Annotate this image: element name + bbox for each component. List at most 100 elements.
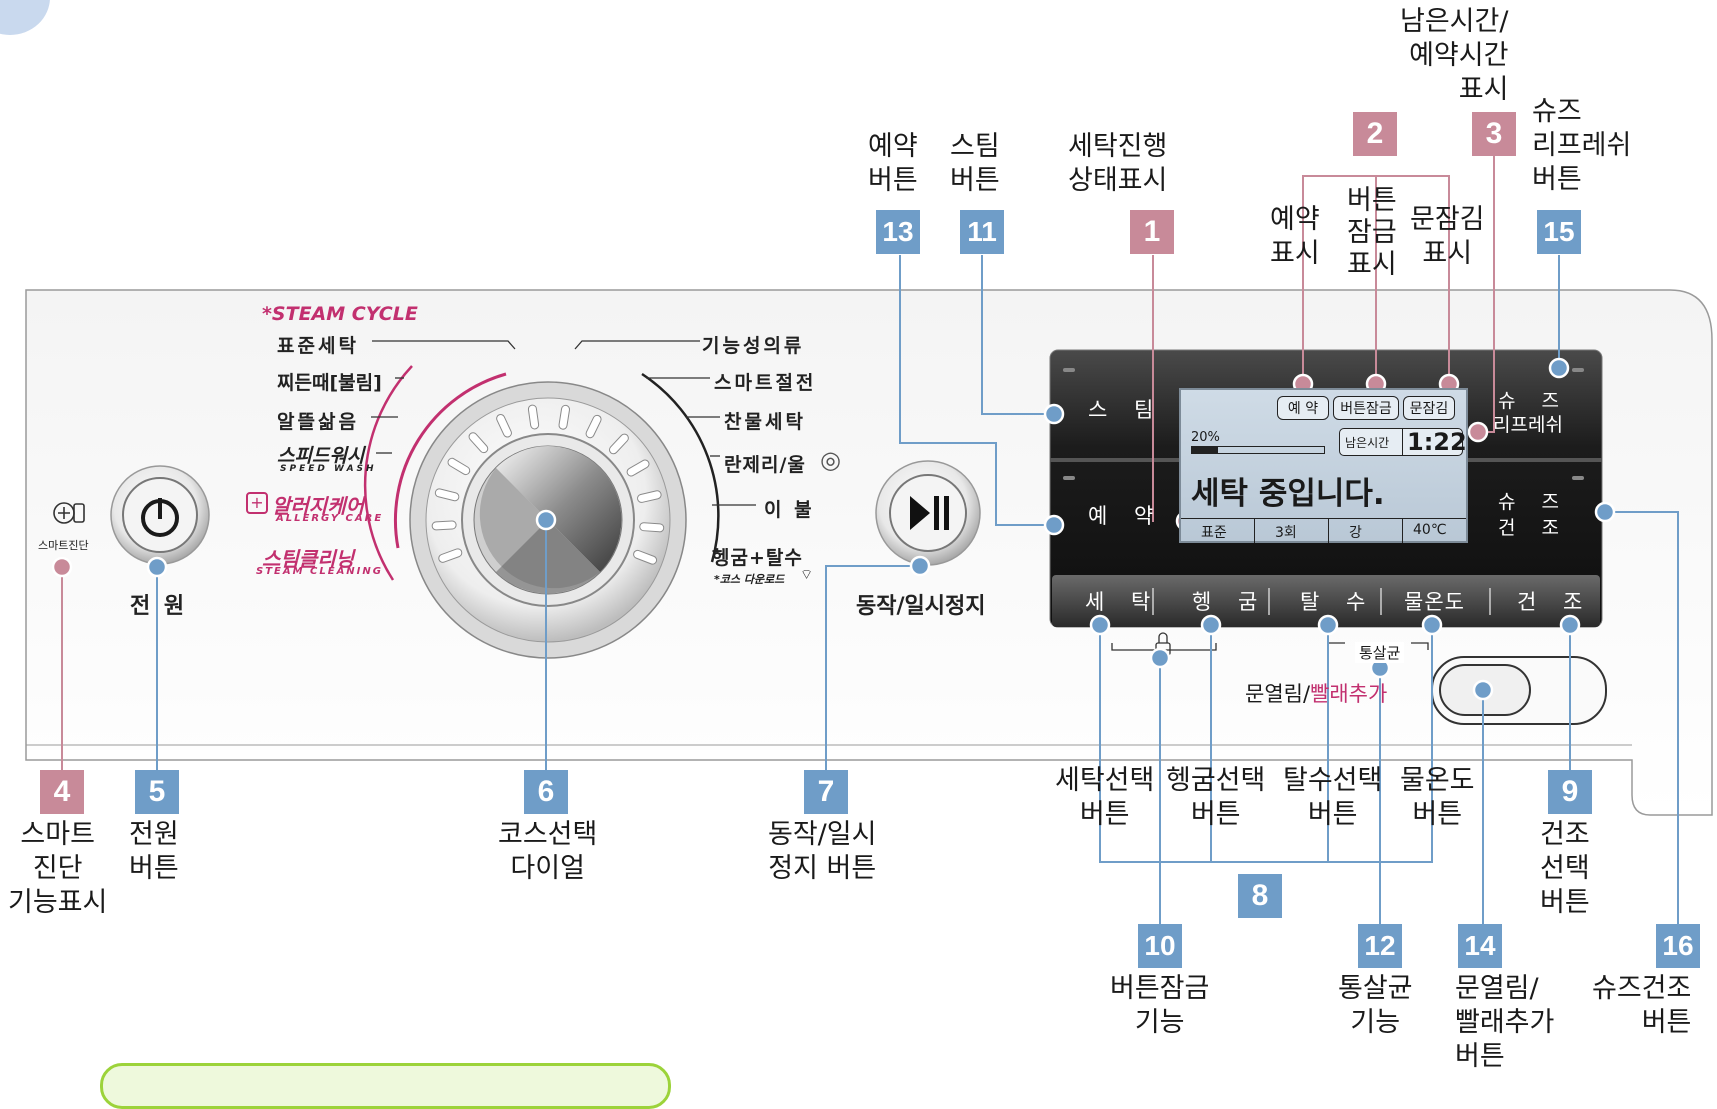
sub-label-line: 표시 [1422, 238, 1473, 269]
wool-icon: ◎ [820, 446, 841, 474]
callout-badge-5: 5 [135, 770, 179, 814]
callout-label-line: 기능표시 [8, 887, 108, 918]
door-label: 문열림/빨래추가 [1245, 678, 1387, 708]
sub-label-line: 물온도 [1400, 765, 1475, 796]
course-bedding[interactable]: 이 불 [764, 499, 815, 521]
dial-tick [626, 459, 650, 477]
course-standard[interactable]: 표준세탁 [277, 335, 359, 357]
dial-tick [468, 432, 489, 454]
callout-label-line: 버튼 [1641, 1007, 1692, 1038]
dial-tick [496, 413, 512, 438]
callout-label-line: 버튼 [1532, 164, 1582, 195]
sub-label-line: 문잠김 [1410, 204, 1485, 235]
callout-label-line: 상태표시 [1068, 165, 1168, 196]
sub-label-line: 버튼 [1079, 799, 1130, 830]
course-allergy-care[interactable]: 알러지케어 [272, 494, 364, 518]
callout-label-line: 예약 [868, 131, 918, 162]
course-boil[interactable]: 알뜰삶음 [277, 411, 359, 433]
lcd-cells: 표준 3회 강 40℃ [1181, 518, 1466, 543]
callout-label-line: 표시 [1458, 74, 1509, 105]
dial-tick [434, 488, 460, 502]
dial-tick [637, 490, 662, 503]
callout-label-line: 버튼 [1540, 887, 1590, 918]
reserve-button[interactable]: 예 약 [1088, 504, 1164, 528]
callout-badge-6: 6 [524, 770, 568, 814]
spin-button[interactable]: 탈 수 [1300, 590, 1376, 614]
steam-button[interactable]: 스 팀 [1088, 398, 1164, 422]
dial-tick [585, 414, 602, 439]
callout-label-line: 버튼잠금 [1110, 973, 1210, 1004]
callout-label-line: 스마트 [20, 819, 95, 850]
power-label: 전 원 [130, 594, 188, 619]
steam-cycle-arc [393, 372, 507, 549]
smart-diagnosis-icon [53, 502, 85, 524]
sub-label-line: 탈수선택 [1283, 765, 1383, 796]
sub-label-line: 버튼 [1190, 799, 1241, 830]
course-steam-cleaning[interactable]: 스팀클리닝 [262, 547, 354, 571]
callout-label-line: 동작/일시 [768, 819, 877, 850]
course-speed-wash[interactable]: 스피드워시 [277, 445, 365, 467]
sub-label-line: 잠금 [1347, 217, 1397, 248]
callout-badge-1: 1 [1130, 210, 1174, 254]
callout-label-line: 건조 [1540, 819, 1590, 850]
button-bar [1052, 575, 1600, 627]
lcd-message: 세탁 중입니다. [1191, 476, 1385, 512]
callout-label-line: 문열림/ [1455, 973, 1539, 1004]
start-pause-label: 동작/일시정지 [856, 594, 986, 619]
course-lingerie-wool[interactable]: 란제리/울 [724, 454, 806, 476]
callout-label-line: 선택 [1540, 853, 1590, 884]
callout-label-line: 예약시간 [1409, 40, 1509, 71]
callout-label-line: 기능 [1134, 1007, 1185, 1038]
sub-label-line: 버튼 [1412, 799, 1463, 830]
lcd-cell: 강 [1329, 519, 1403, 543]
course-cold-wash[interactable]: 찬물세탁 [724, 411, 806, 433]
shoes-dry-button-a[interactable]: 슈 즈 [1498, 491, 1569, 513]
callout-badge-12: 12 [1358, 924, 1402, 968]
wash-button[interactable]: 세 탁 [1085, 590, 1161, 614]
allergy-care-icon: + [246, 492, 268, 514]
door-lock-indicator: 문잠김 [1403, 396, 1455, 420]
smart-diagnosis-text: 스마트진단 [38, 539, 89, 552]
callout-badge-8: 8 [1238, 874, 1282, 918]
sub-label-line: 표시 [1270, 238, 1320, 269]
sub-label-line: 버튼 [1307, 799, 1358, 830]
water-temp-button[interactable]: 물온도 [1404, 590, 1465, 614]
callout-label-line: 리프레쉬 [1532, 130, 1632, 161]
course-rinse-spin[interactable]: 헹굼+탈수 [712, 547, 803, 569]
callout-badge-15: 15 [1537, 210, 1581, 254]
progress-percent: 20% [1191, 430, 1220, 445]
shoes-refresh-button-b[interactable]: 리프레쉬 [1493, 414, 1563, 436]
shoes-refresh-button-a[interactable]: 슈 즈 [1498, 390, 1569, 412]
reserve-indicator: 예 약 [1277, 396, 1329, 420]
course-heavy-soak[interactable]: 찌든때[불림] [277, 372, 382, 394]
sterilize-label: 통살균 [1355, 642, 1405, 663]
shoes-dry-button-b[interactable]: 건 조 [1498, 517, 1569, 539]
callout-label-line: 버튼 [868, 165, 918, 196]
steam-cleaning-sub: STEAM CLEANING [256, 566, 383, 577]
rinse-button[interactable]: 헹 굼 [1192, 590, 1268, 614]
course-functional[interactable]: 기능성의류 [702, 335, 805, 357]
callout-label-line: 남은시간/ [1400, 6, 1509, 37]
callout-label-line: 빨래추가 [1455, 1007, 1555, 1038]
dry-button[interactable]: 건 조 [1517, 590, 1593, 614]
remain-time: 1:22 [1402, 428, 1467, 456]
course-smart-save[interactable]: 스마트절전 [714, 372, 817, 394]
callout-label-line: 슈즈건조 [1592, 973, 1692, 1004]
sub-label-line: 버튼 [1347, 185, 1397, 216]
door-add-laundry-button[interactable] [1440, 665, 1530, 715]
callout-label-line: 진단 [32, 853, 83, 884]
dial-tick [438, 548, 463, 563]
note-box [100, 1063, 671, 1109]
sub-label-line: 세탁선택 [1055, 765, 1155, 796]
lcd-display: 예 약 버튼잠금 문잠김 20% 남은시간 1:22 세탁 중입니다. 표준 3… [1179, 388, 1468, 543]
